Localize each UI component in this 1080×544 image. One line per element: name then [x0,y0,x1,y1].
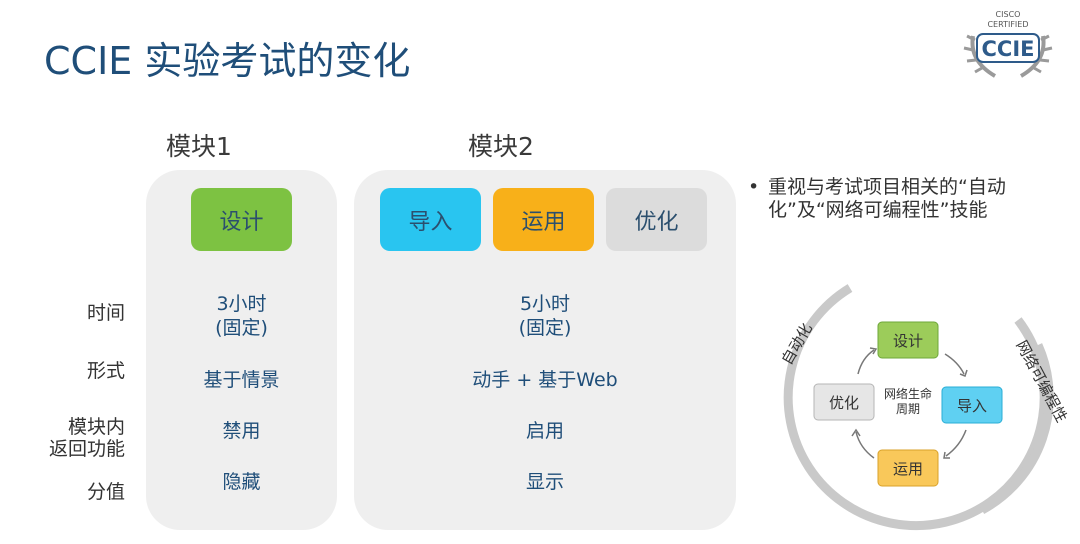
note-bullet: • [748,176,760,198]
logo-cisco-text: CISCO [996,10,1021,19]
module1-time-note: (固定) [215,317,268,339]
cycle-design-box [877,321,939,359]
row-label-return-line2: 返回功能 [48,438,125,460]
cycle-optimize-label: 优化 [829,394,859,412]
cycle-center-line2: 周期 [896,402,920,416]
logo-ccie-text: CCIE [982,37,1035,61]
optimize-tag: 优化 [606,188,707,251]
module1-heading: 模块1 [166,132,232,161]
implement-tag: 导入 [380,188,481,251]
module1-time: 3小时 (固定) [146,292,337,340]
module1-format: 基于情景 [203,369,280,391]
module1-time-value: 3小时 [216,293,267,315]
cycle-center-line1: 网络生命 [884,386,932,401]
note-text: • 重视与考试项目相关的“自动 化”及“网络可编程性”技能 [748,176,1068,222]
ccie-logo: CISCO CERTIFIED CCIE [955,6,1061,86]
module1-score: 隐藏 [222,471,261,493]
module1-return: 禁用 [222,420,261,442]
programmability-arc [979,343,1054,514]
cycle-operate-box [877,449,939,487]
note-line-1: 重视与考试项目相关的“自动 [768,176,1006,198]
row-label-format: 形式 [86,360,125,382]
automation-label: 自动化 [778,320,816,368]
page-title: CCIE 实验考试的变化 [44,39,411,83]
cycle-operate-label: 运用 [893,460,923,478]
operate-tag: 运用 [493,188,594,251]
cycle-optimize-box [813,383,875,421]
row-label-return-line1: 模块内 [67,416,125,438]
module2-time: 5小时 (固定) [354,292,736,340]
logo-certified-text: CERTIFIED [987,20,1028,29]
module2-format: 动手 + 基于Web [472,369,618,391]
automation-arc [783,284,1049,531]
module2-time-value: 5小时 [519,293,571,315]
row-label-time: 时间 [86,302,125,324]
cycle-implement-label: 导入 [957,397,987,415]
cycle-design-label: 设计 [893,332,923,350]
cycle-implement-box [941,386,1003,424]
module2-return: 启用 [525,420,564,442]
module2-heading: 模块2 [468,132,534,161]
note-line-2: 化”及“网络可编程性”技能 [768,199,988,221]
lifecycle-diagram: 设计 导入 运用 优化 网络生命 周期 自动化 网络可编程性 [770,270,1071,540]
row-label-return: 模块内 返回功能 [20,416,125,460]
design-tag: 设计 [191,188,292,251]
module2-score: 显示 [525,471,564,493]
module2-time-note: (固定) [518,317,572,339]
row-label-score: 分值 [86,481,125,503]
